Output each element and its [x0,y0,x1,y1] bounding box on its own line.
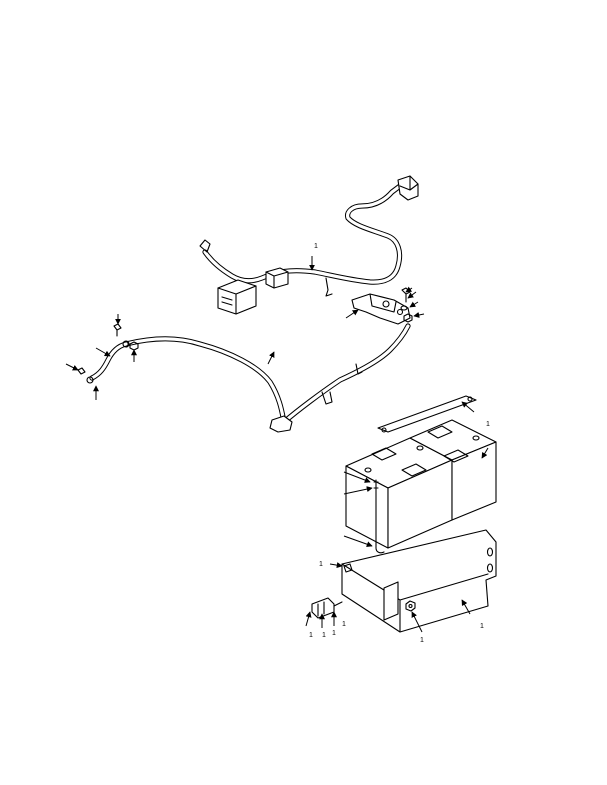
ring-terminal-left [86,340,130,384]
screw-tray [343,563,353,573]
nut-left [129,341,139,351]
callout-label-screw-tray: 1 [319,561,323,568]
callout-label-fitting-c: 1 [332,630,336,637]
callout-label-fitting-a: 1 [309,632,313,639]
nut-top-right [403,313,413,323]
battery-terminal-lower [269,415,293,433]
nut-tray [405,600,416,612]
cable-bracket [351,293,411,325]
tray-bracket [383,581,399,621]
ground-strap [89,341,129,381]
battery-right [409,419,497,521]
callout-label-hold-down: 1 [486,421,490,428]
j-bolt [373,479,385,554]
cable-clamp-upper [325,277,333,297]
main-battery-cable [123,323,411,425]
terminal-upper-left [199,239,211,253]
callout-leaders [65,256,489,633]
screw-left-top [113,323,122,337]
callout-label-nut: 1 [420,637,424,644]
battery-left [345,437,453,549]
drain-fitting [311,597,343,619]
junction-box [217,279,257,315]
callout-label-harness: 1 [314,243,318,250]
cable-clamp-lower [321,363,363,405]
terminal-connector-top-right [397,175,419,201]
battery-tray [341,529,497,633]
screw-left-outer [77,367,86,375]
callout-label-fitting-b: 1 [322,632,326,639]
callout-label-tray: 1 [480,623,484,630]
washer-top-right [400,305,408,311]
callout-label-fitting-d: 1 [342,621,346,628]
battery-hold-down-bar [377,395,477,433]
in-line-fuse-holder [265,267,289,289]
upper-cable-harness [202,183,403,285]
